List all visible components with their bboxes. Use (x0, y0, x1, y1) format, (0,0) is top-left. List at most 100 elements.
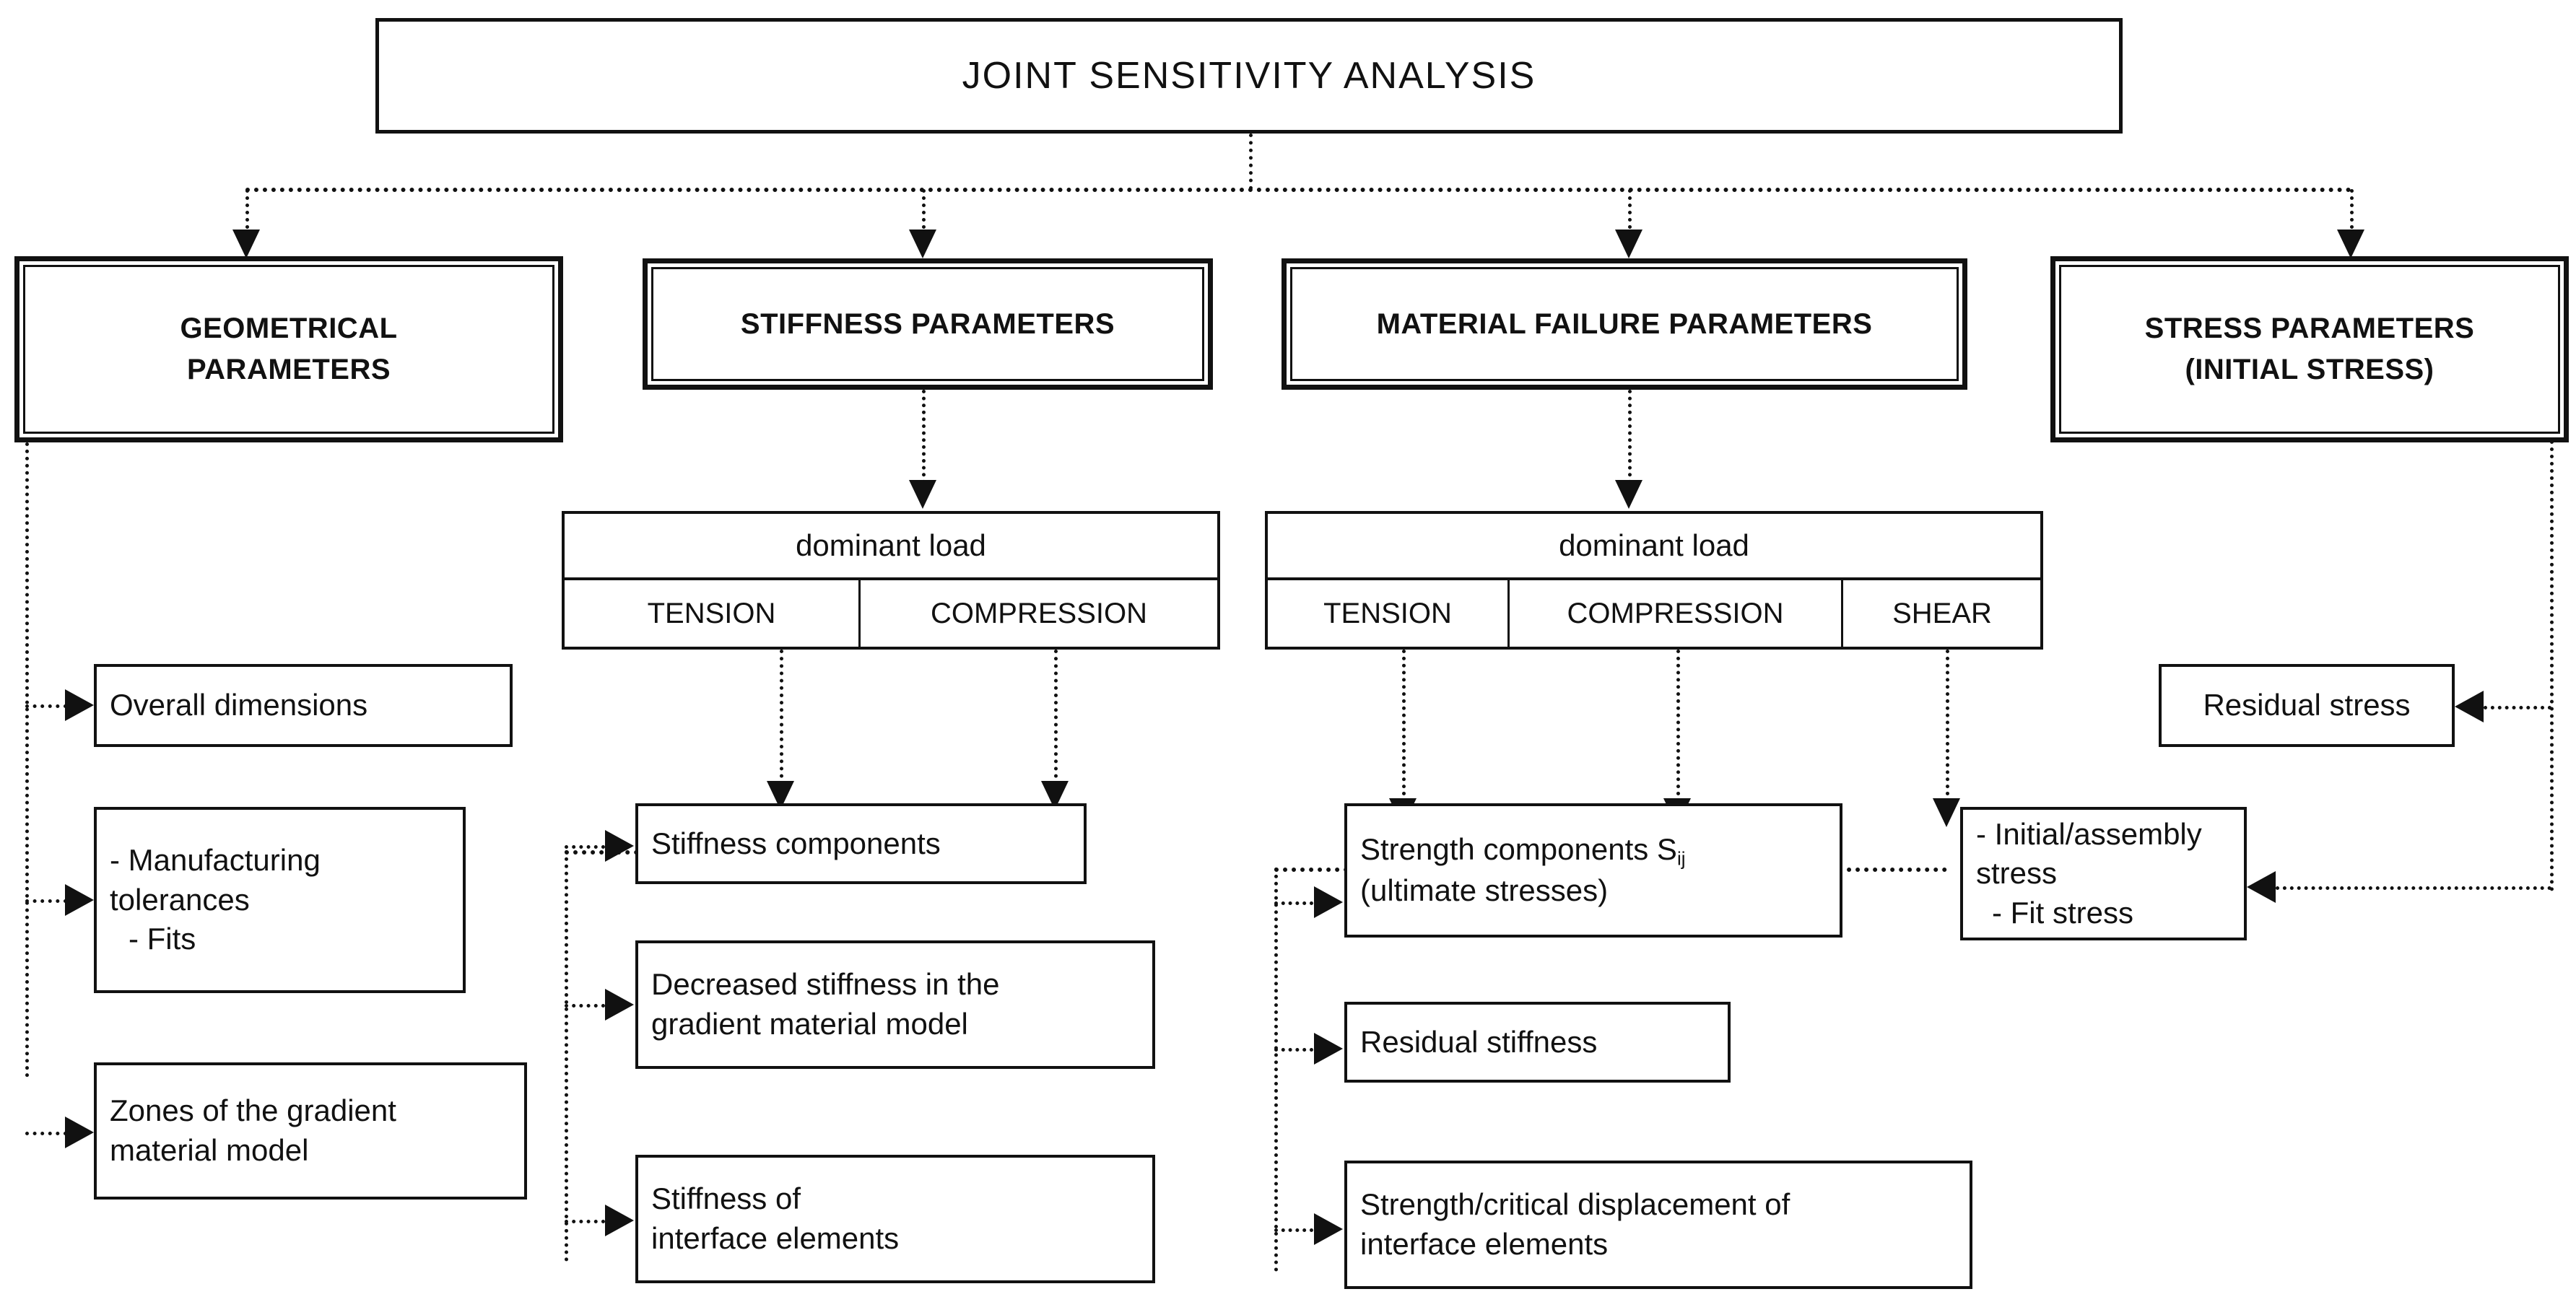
arrowhead-geometrical-leaf-3 (65, 1117, 94, 1148)
table-body: TENSION COMPRESSION (565, 580, 1217, 647)
stub-material-leaf-2 (1274, 1048, 1313, 1052)
leaf-residual-stress[interactable]: Residual stress (2159, 664, 2455, 747)
branch-box-material-failure-parameters[interactable]: MATERIAL FAILURE PARAMETERS (1282, 258, 1967, 390)
leaf-strength-components-sij[interactable]: Strength components Sij (ultimate stress… (1344, 803, 1842, 938)
leaf-zones-gradient-material-model[interactable]: Zones of the gradient material model (94, 1062, 527, 1200)
arrowhead-stress-leaf-1 (2455, 691, 2484, 722)
leaf-strength-critical-displacement-interface[interactable]: Strength/critical displacement of interf… (1344, 1161, 1972, 1289)
leaf-label: Stiffness components (651, 826, 941, 860)
leaf-stiffness-interface-elements[interactable]: Stiffness of interface elements (635, 1155, 1155, 1283)
leaf-label-line1: Stiffness of (651, 1181, 801, 1216)
table-cell-shear[interactable]: SHEAR (1843, 580, 2041, 647)
table-cell-compression[interactable]: COMPRESSION (861, 580, 1217, 647)
arrowhead-stress (2337, 230, 2364, 258)
leaf-residual-stiffness[interactable]: Residual stiffness (1344, 1002, 1731, 1083)
connector-material-failure-to-table (1628, 390, 1632, 484)
trunk-connector (1249, 134, 1253, 190)
drop-connector-stress (2350, 189, 2354, 250)
drop-connector-stiffness (922, 189, 926, 250)
stub-stiffness-leaf-1 (565, 845, 605, 849)
branch-label-stiffness: STIFFNESS PARAMETERS (740, 307, 1115, 340)
branch-label-stress-line1: STRESS PARAMETERS (2144, 313, 2475, 345)
stub-stiffness-leaf-3 (565, 1220, 605, 1223)
stub-stress-leaf-2 (2276, 886, 2551, 890)
branch-box-stiffness-parameters[interactable]: STIFFNESS PARAMETERS (643, 258, 1213, 390)
leaf-label-line1: Decreased stiffness in the (651, 967, 1000, 1002)
leaf-label-line2: interface elements (651, 1221, 900, 1255)
stub-geometrical-leaf-2 (25, 899, 67, 903)
arrowhead-material-failure (1615, 230, 1642, 258)
leaf-label-line1: Zones of the gradient (110, 1093, 396, 1128)
arrowhead-geometrical-leaf-1 (65, 689, 94, 721)
stub-geometrical-leaf-1 (25, 704, 67, 708)
leaf-initial-assembly-fit-stress[interactable]: - Initial/assembly stress - Fit stress (1960, 807, 2247, 940)
connector-material-shear-down (1946, 650, 1949, 803)
arrowhead-geometrical (232, 230, 260, 258)
branch-label-geometrical-line1: GEOMETRICAL (180, 313, 398, 345)
leaf-label: Overall dimensions (110, 688, 368, 722)
leaf-label-line1: - Manufacturing (110, 843, 321, 878)
table-stiffness-dominant-load[interactable]: dominant load TENSION COMPRESSION (562, 511, 1220, 650)
arrowhead-material-leaf-3 (1314, 1213, 1343, 1245)
leaf-label-line1: Strength/critical displacement of (1360, 1187, 1790, 1222)
connector-stiffness-to-table (922, 390, 926, 484)
connector-material-tension-down (1402, 650, 1406, 803)
leaf-decreased-stiffness-gradient-model[interactable]: Decreased stiffness in the gradient mate… (635, 940, 1155, 1069)
connector-stiffness-compression-down (1054, 650, 1058, 785)
leaf-overall-dimensions[interactable]: Overall dimensions (94, 664, 513, 747)
arrowhead-stiffness-leaf-2 (605, 989, 634, 1021)
table-cell-label: COMPRESSION (930, 597, 1148, 629)
arrowhead-stiffness-leaf-1 (605, 830, 634, 862)
leaf-label-line1: - Initial/assembly stress (1976, 816, 2202, 891)
title-box: JOINT SENSITIVITY ANALYSIS (375, 18, 2123, 134)
table-cell-label: TENSION (647, 597, 776, 629)
arrowhead-stiffness-leaf-3 (605, 1205, 634, 1236)
table-cell-tension[interactable]: TENSION (1268, 580, 1510, 647)
drop-connector-material-failure (1628, 189, 1632, 250)
arrowhead-material-leaf-1 (1314, 886, 1343, 918)
branch-label-material-failure: MATERIAL FAILURE PARAMETERS (1376, 307, 1873, 340)
stub-material-leaf-3 (1274, 1228, 1313, 1232)
leaf-label: Residual stress (2203, 688, 2411, 722)
table-cell-tension[interactable]: TENSION (565, 580, 861, 647)
table-cell-label: SHEAR (1892, 597, 1992, 629)
spine-stress (2550, 440, 2554, 891)
leaf-stiffness-components[interactable]: Stiffness components (635, 803, 1087, 884)
leaf-label: Residual stiffness (1360, 1024, 1598, 1059)
branch-box-geometrical-parameters[interactable]: GEOMETRICAL PARAMETERS (14, 256, 563, 442)
table-header-label: dominant load (796, 528, 986, 562)
leaf-label-line3: - Fits (129, 922, 196, 956)
stub-stress-leaf-1 (2484, 706, 2551, 709)
collector-spine-material-failure (1274, 868, 1278, 1272)
arrowhead-stiffness (909, 230, 936, 258)
leaf-label-line2: interface elements (1360, 1227, 1609, 1261)
table-header-dominant-load: dominant load (1268, 514, 2040, 580)
arrowhead-material-shear (1933, 798, 1960, 827)
table-material-failure-dominant-load[interactable]: dominant load TENSION COMPRESSION SHEAR (1265, 511, 2043, 650)
table-cell-label: COMPRESSION (1567, 597, 1784, 629)
table-body: TENSION COMPRESSION SHEAR (1268, 580, 2040, 647)
leaf-label-line2: gradient material model (651, 1007, 968, 1041)
arrowhead-stress-leaf-2 (2247, 871, 2276, 903)
arrowhead-geometrical-leaf-2 (65, 884, 94, 916)
leaf-label-line2: - Fit stress (1992, 895, 2133, 930)
leaf-manufacturing-tolerances-fits[interactable]: - Manufacturing tolerances - Fits (94, 807, 466, 993)
arrowhead-material-leaf-2 (1314, 1033, 1343, 1065)
table-header-label: dominant load (1559, 528, 1749, 562)
leaf-label-line2: tolerances (110, 882, 250, 917)
table-header-dominant-load: dominant load (565, 514, 1217, 580)
leaf-label-line2: (ultimate stresses) (1360, 873, 1609, 908)
branch-box-stress-parameters[interactable]: STRESS PARAMETERS (INITIAL STRESS) (2050, 256, 2569, 442)
arrowhead-stiffness-table (909, 480, 936, 509)
spine-geometrical (25, 442, 29, 1078)
table-cell-label: TENSION (1323, 597, 1452, 629)
connector-material-compression-down (1676, 650, 1680, 803)
leaf-label-line2: material model (110, 1133, 309, 1167)
table-cell-compression[interactable]: COMPRESSION (1510, 580, 1843, 647)
stub-stiffness-leaf-2 (565, 1004, 605, 1008)
page-title: JOINT SENSITIVITY ANALYSIS (962, 55, 1536, 97)
branch-label-stress-line2: (INITIAL STRESS) (2185, 354, 2434, 385)
stub-material-leaf-1 (1274, 901, 1313, 905)
leaf-label-subscript: ij (1676, 847, 1686, 870)
